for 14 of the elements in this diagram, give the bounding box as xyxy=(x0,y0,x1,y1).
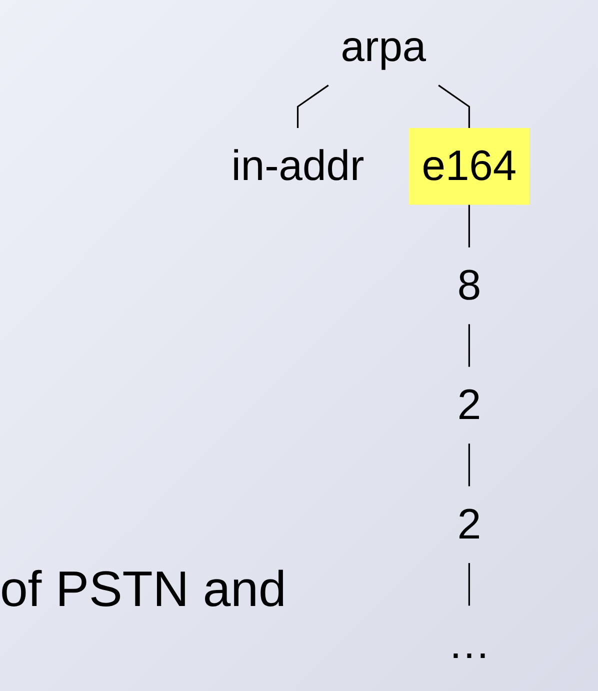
node-text: arpa xyxy=(340,23,426,70)
node-text: 2 xyxy=(457,382,482,429)
node-text: in-addr xyxy=(231,142,364,190)
note-text: of PSTN and xyxy=(0,560,286,618)
connector xyxy=(468,204,470,248)
connector xyxy=(468,563,470,606)
connector xyxy=(438,84,470,128)
node-text: … xyxy=(448,620,491,668)
node-text: 8 xyxy=(457,262,482,310)
connector xyxy=(468,324,470,367)
connector xyxy=(468,444,470,486)
connector xyxy=(296,84,329,128)
node-box: e164 xyxy=(408,128,530,205)
node-text: 2 xyxy=(457,501,482,548)
